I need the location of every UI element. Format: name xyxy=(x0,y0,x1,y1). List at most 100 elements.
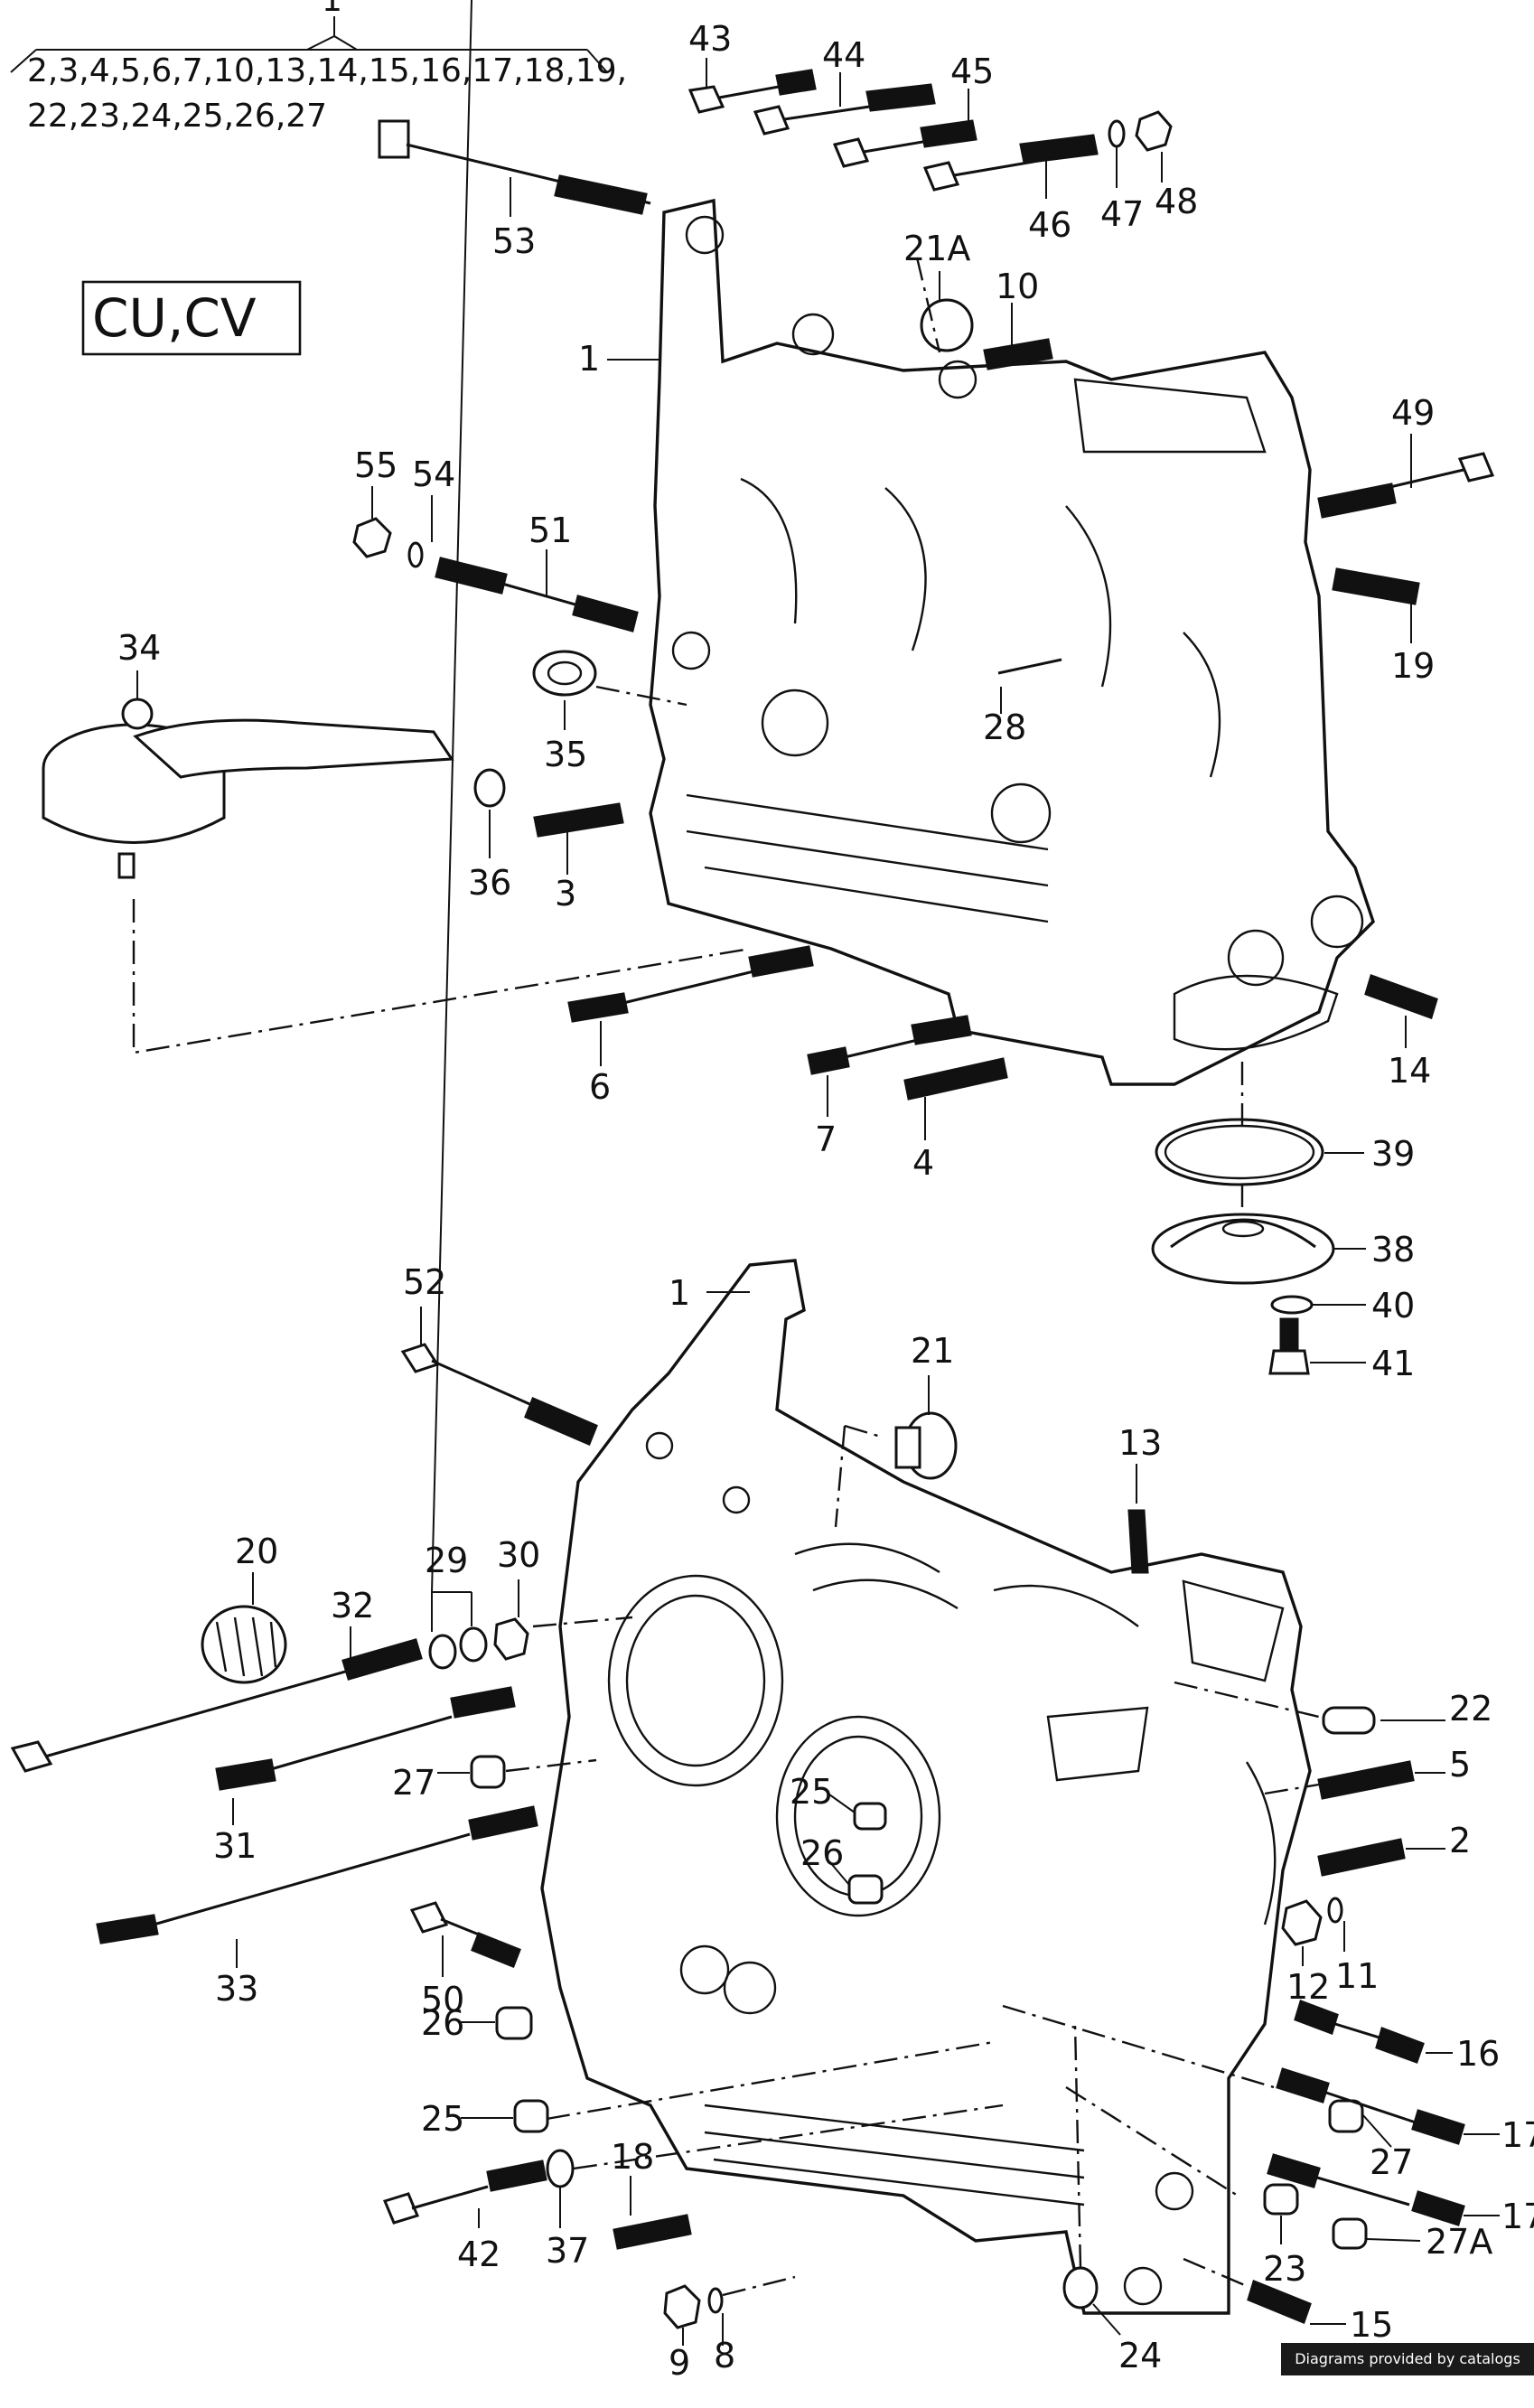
group-line-2: 22,23,24,25,26,27 xyxy=(27,98,327,135)
bolt-43 xyxy=(687,69,817,114)
sleeve-23 xyxy=(1263,2183,1299,2216)
credit-badge: Diagrams provided by catalogs parts xyxy=(1281,2343,1534,2400)
nut-9 xyxy=(663,2284,701,2329)
bolt-41 xyxy=(1268,1317,1310,1375)
stud-6 xyxy=(567,945,814,1023)
callout-37: 37 xyxy=(546,2231,589,2271)
upper-case-bore-2 xyxy=(990,782,1052,844)
bolt-43-head xyxy=(687,85,725,114)
bolt-44 xyxy=(753,83,936,136)
callout-48: 48 xyxy=(1155,182,1198,221)
callout-40: 40 xyxy=(1371,1286,1415,1326)
stud-10 xyxy=(983,338,1053,370)
callout-5: 5 xyxy=(1449,1745,1471,1785)
callout-17-lower: 17 xyxy=(1501,2197,1534,2236)
sleeve-27b xyxy=(1328,2099,1364,2133)
group-callout: 1 xyxy=(322,0,342,19)
upper-fasteners xyxy=(42,69,1495,1375)
lower-alignment-lines xyxy=(505,1424,1320,2297)
lower-callouts: 52 1 21 13 20 32 29 30 22 5 27 31 25 26 … xyxy=(213,1262,1534,2375)
stud-13 xyxy=(1127,1509,1149,1574)
dowel-28 xyxy=(997,658,1062,675)
callout-14: 14 xyxy=(1388,1051,1431,1091)
callout-22: 22 xyxy=(1449,1689,1492,1729)
upper-case-sump-flange xyxy=(1173,974,1339,1051)
callout-33: 33 xyxy=(215,1969,258,2009)
sump-cover-38 xyxy=(1151,1213,1335,1285)
seal-35 xyxy=(532,650,597,697)
callout-30: 30 xyxy=(497,1535,540,1575)
stud-16 xyxy=(1294,2000,1425,2064)
stud-19 xyxy=(1332,567,1420,605)
callout-8: 8 xyxy=(714,2336,735,2375)
callout-52: 52 xyxy=(403,1262,446,1302)
lower-case-cylinder-bore-2 xyxy=(775,1715,941,1917)
callout-6: 6 xyxy=(589,1067,611,1107)
bolt-45-head xyxy=(832,137,870,168)
lower-case-boss-3 xyxy=(1155,2171,1194,2211)
callout-21a: 21A xyxy=(903,229,970,268)
stud-5 xyxy=(1317,1760,1415,1800)
spring-washer-54 xyxy=(407,541,424,568)
stud-32-head xyxy=(10,1740,53,1773)
callout-49: 49 xyxy=(1391,393,1435,433)
callout-28: 28 xyxy=(983,707,1026,747)
stud-32 xyxy=(10,1638,423,1773)
sleeve-25a xyxy=(853,1802,887,1831)
stud-7 xyxy=(807,1015,972,1075)
callout-20: 20 xyxy=(235,1532,278,1571)
lower-crankcase xyxy=(540,1259,1312,2315)
callout-19: 19 xyxy=(1391,646,1435,686)
upper-case-bearing-saddles xyxy=(740,477,1221,778)
callout-41: 41 xyxy=(1371,1344,1415,1383)
variant-box: CU,CV xyxy=(81,280,302,356)
callout-25-lower: 25 xyxy=(421,2099,464,2139)
nut-55 xyxy=(352,517,392,558)
variant-label: CU,CV xyxy=(92,287,257,349)
upper-case-bore-1 xyxy=(761,689,829,757)
bolt-50-head xyxy=(409,1901,449,1934)
callout-36: 36 xyxy=(468,863,511,903)
callout-16: 16 xyxy=(1456,2034,1500,2074)
lower-case-cylinder-bore-1 xyxy=(607,1574,784,1787)
plug-24 xyxy=(1062,2266,1099,2310)
callout-31: 31 xyxy=(213,1826,257,1866)
bolt-49-head xyxy=(1457,452,1495,483)
spring-washer-8 xyxy=(707,2287,724,2314)
callout-29: 29 xyxy=(425,1541,468,1580)
lower-fasteners xyxy=(10,1343,1465,2329)
upper-crankcase xyxy=(649,198,1375,1086)
callout-3-upper: 3 xyxy=(555,874,576,914)
group-brace xyxy=(306,16,358,51)
callout-9: 9 xyxy=(669,2343,690,2375)
stud-14 xyxy=(1364,974,1438,1019)
callout-44: 44 xyxy=(822,35,865,75)
callout-35: 35 xyxy=(544,735,587,774)
upper-alignment-lines xyxy=(132,257,1244,1215)
upper-case-flange-hole xyxy=(1310,895,1364,949)
callout-27-left: 27 xyxy=(392,1763,435,1803)
callout-51: 51 xyxy=(528,511,572,550)
callout-45: 45 xyxy=(950,52,994,91)
callout-15: 15 xyxy=(1350,2305,1393,2345)
callout-25-upper: 25 xyxy=(790,1772,833,1812)
stud-3 xyxy=(533,802,624,838)
group-bracket xyxy=(10,49,608,73)
strainer-bracket xyxy=(121,698,154,730)
lower-leader-lines xyxy=(232,0,1500,2346)
stud-17b xyxy=(1267,2153,1465,2226)
callout-43: 43 xyxy=(688,19,732,59)
upper-case-boss-3 xyxy=(938,360,977,399)
callout-2: 2 xyxy=(1449,1821,1471,1860)
upper-case-boss-4 xyxy=(671,631,711,670)
bolt-44-head xyxy=(753,105,790,136)
lower-case-outline xyxy=(540,1259,1312,2315)
lower-case-sump-fins xyxy=(704,2103,1085,2207)
sleeve-27A xyxy=(1332,2217,1368,2250)
upper-callouts: 43 44 45 46 47 48 53 21A 10 1 49 55 54 5… xyxy=(117,19,1435,1383)
callout-42: 42 xyxy=(457,2235,500,2274)
bolt-46 xyxy=(922,134,1099,192)
spring-washer-11 xyxy=(1327,1897,1343,1924)
stud-15 xyxy=(1247,2279,1312,2324)
